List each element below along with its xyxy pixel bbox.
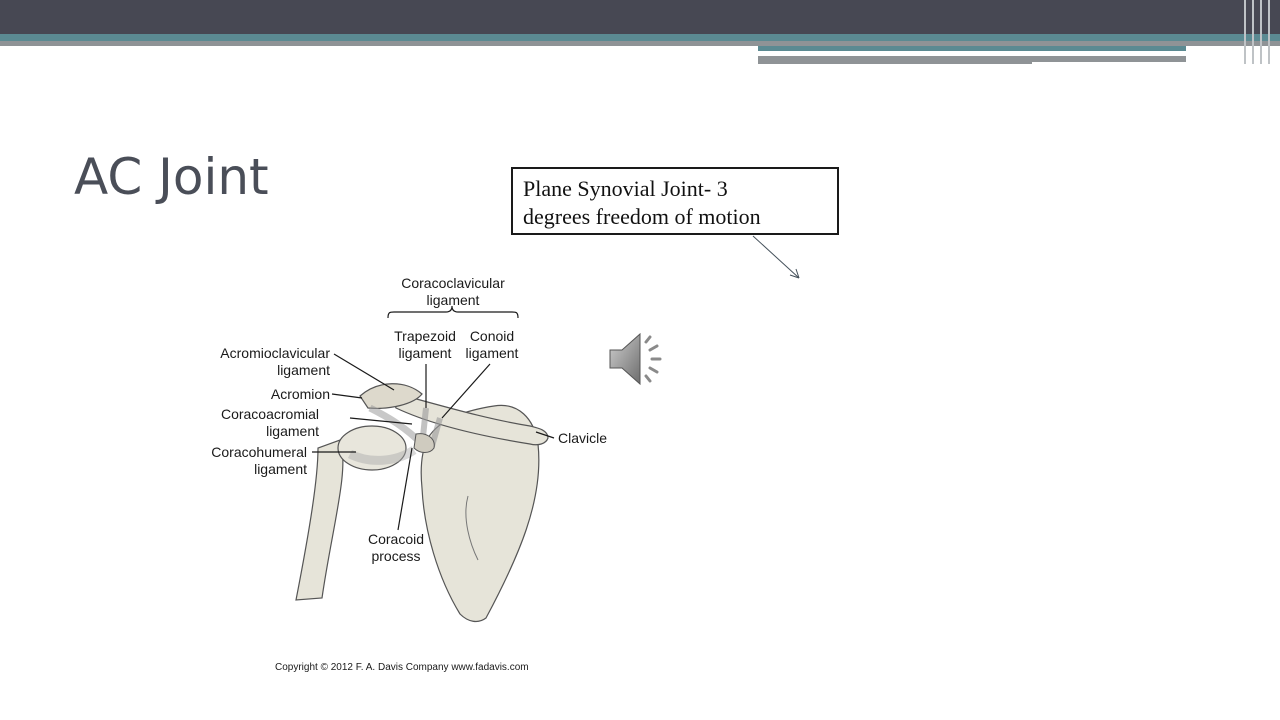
header-bar (0, 0, 1280, 34)
label-conoid: Conoid (470, 328, 514, 344)
label-conoid-sub: ligament (466, 345, 519, 361)
scapula-bone (420, 404, 540, 623)
speaker-icon[interactable] (606, 328, 672, 390)
label-coracoid: Coracoid (368, 531, 424, 547)
callout-box: Plane Synovial Joint- 3 degrees freedom … (511, 167, 839, 235)
header-edge-line (1252, 0, 1254, 64)
label-acromioclavicular: Acromioclavicular (220, 345, 330, 361)
label-trapezoid-sub: ligament (399, 345, 452, 361)
header-stripe-gray-end (1032, 56, 1186, 62)
callout-line-2: degrees freedom of motion (523, 204, 761, 229)
acromion-bone (359, 383, 423, 409)
slide-title: AC Joint (74, 148, 269, 206)
callout-arrow (752, 235, 800, 279)
label-coracohumeral-sub: ligament (254, 461, 307, 477)
label-coracoid-sub: process (371, 548, 420, 564)
header-stripe-teal (0, 34, 1280, 41)
humerus-bone (295, 439, 344, 601)
shoulder-anatomy-figure: Coracoclavicular ligament Trapezoid liga… (211, 275, 607, 673)
header-edge-line (1260, 0, 1262, 64)
coracoid-process (413, 433, 435, 453)
figure-copyright: Copyright © 2012 F. A. Davis Company www… (275, 662, 529, 673)
header-edge-line (1244, 0, 1246, 64)
callout-line-1: Plane Synovial Joint- 3 (523, 176, 728, 201)
clavicle-bone (389, 391, 549, 446)
label-coracoacromial-sub: ligament (266, 423, 319, 439)
label-clavicle: Clavicle (558, 430, 607, 446)
header-stripe-gray (0, 41, 1280, 46)
label-coracoacromial: Coracoacromial (221, 406, 319, 422)
label-coracoclavicular-sub: ligament (427, 292, 480, 308)
label-acromion: Acromion (271, 386, 330, 402)
label-coracohumeral: Coracohumeral (211, 444, 307, 460)
label-acromioclavicular-sub: ligament (277, 362, 330, 378)
label-coracoclavicular: Coracoclavicular (401, 275, 505, 291)
humeral-head (337, 425, 407, 471)
header-edge-line (1268, 0, 1270, 64)
header-stripe-gray-short (758, 56, 1032, 64)
header-stripe-teal-short (758, 46, 1186, 51)
label-trapezoid: Trapezoid (394, 328, 456, 344)
